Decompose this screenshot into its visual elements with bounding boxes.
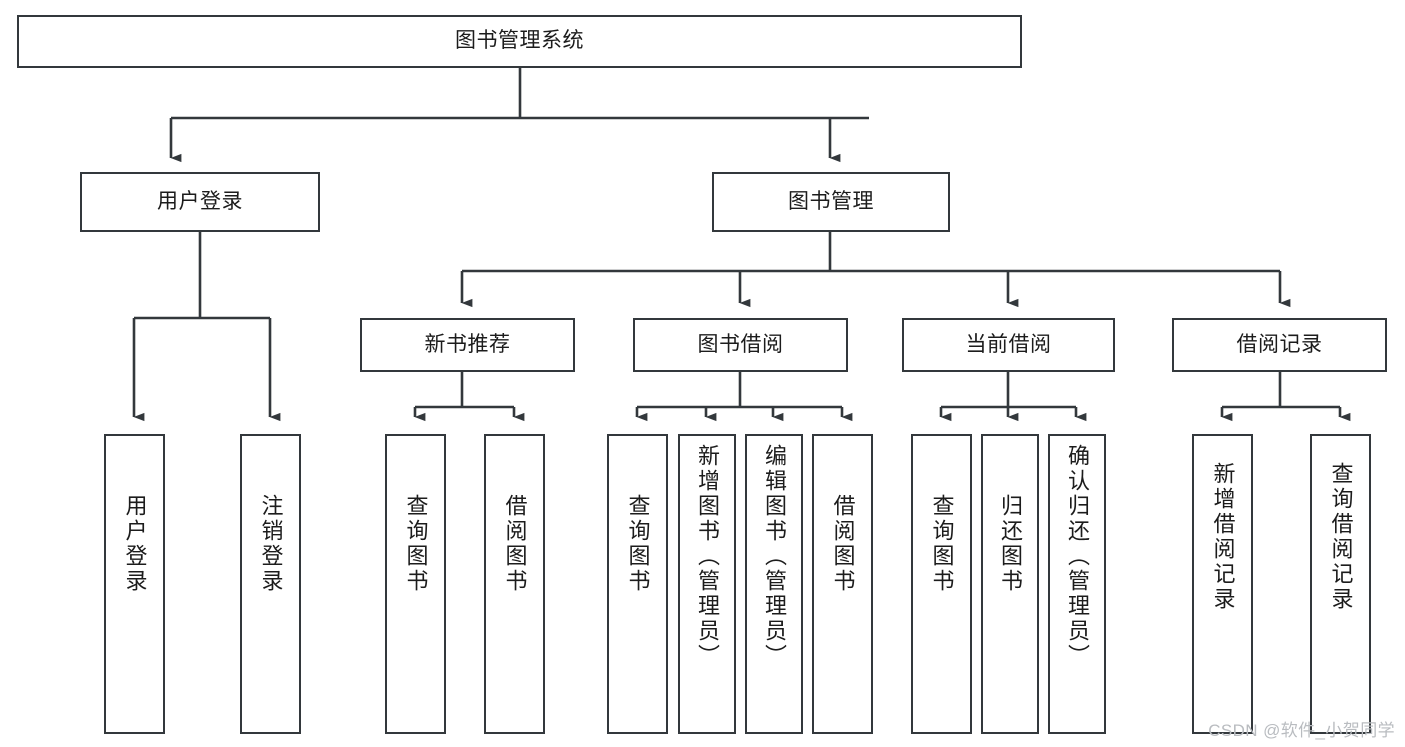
node-leaf-logout-login[interactable]: 注销登录 (240, 434, 301, 734)
node-leaf-edit-book-label: 编辑图书（管理员） (762, 444, 787, 669)
node-new-book-recommend[interactable]: 新书推荐 (360, 318, 575, 372)
node-leaf-add-book[interactable]: 新增图书（管理员） (678, 434, 736, 734)
node-leaf-add-record[interactable]: 新增借阅记录 (1192, 434, 1253, 734)
node-current-borrow[interactable]: 当前借阅 (902, 318, 1115, 372)
node-user-login-label: 用户登录 (157, 189, 243, 213)
node-leaf-query-book-2-label: 查询图书 (625, 494, 651, 594)
node-leaf-user-login-label: 用户登录 (122, 494, 148, 594)
node-leaf-borrow-book-2-label: 借阅图书 (830, 494, 856, 594)
node-leaf-query-book-1-label: 查询图书 (403, 494, 429, 594)
node-book-manage[interactable]: 图书管理 (712, 172, 950, 232)
node-book-manage-label: 图书管理 (788, 189, 874, 213)
node-leaf-borrow-book-2[interactable]: 借阅图书 (812, 434, 873, 734)
node-leaf-query-record[interactable]: 查询借阅记录 (1310, 434, 1371, 734)
node-leaf-logout-login-label: 注销登录 (258, 494, 284, 594)
node-leaf-borrow-book-1-label: 借阅图书 (502, 494, 528, 594)
node-leaf-return-book-label: 归还图书 (998, 494, 1023, 594)
node-leaf-user-login[interactable]: 用户登录 (104, 434, 165, 734)
node-leaf-query-record-label: 查询借阅记录 (1328, 462, 1354, 612)
node-leaf-add-record-label: 新增借阅记录 (1210, 462, 1236, 612)
node-leaf-add-book-label: 新增图书（管理员） (695, 444, 720, 669)
node-leaf-return-book[interactable]: 归还图书 (981, 434, 1039, 734)
node-root[interactable]: 图书管理系统 (17, 15, 1022, 68)
node-leaf-confirm-return-label: 确认归还（管理员） (1065, 444, 1090, 669)
node-leaf-query-book-3[interactable]: 查询图书 (911, 434, 972, 734)
node-leaf-borrow-book-1[interactable]: 借阅图书 (484, 434, 545, 734)
node-leaf-query-book-3-label: 查询图书 (929, 494, 955, 594)
node-book-borrow-label: 图书借阅 (697, 332, 784, 356)
node-borrow-record-label: 借阅记录 (1236, 332, 1323, 356)
node-leaf-confirm-return[interactable]: 确认归还（管理员） (1048, 434, 1106, 734)
node-borrow-record[interactable]: 借阅记录 (1172, 318, 1387, 372)
node-current-borrow-label: 当前借阅 (965, 332, 1052, 356)
node-user-login[interactable]: 用户登录 (80, 172, 320, 232)
node-leaf-query-book-2[interactable]: 查询图书 (607, 434, 668, 734)
node-leaf-query-book-1[interactable]: 查询图书 (385, 434, 446, 734)
node-book-borrow[interactable]: 图书借阅 (633, 318, 848, 372)
node-root-label: 图书管理系统 (455, 29, 584, 53)
node-new-book-recommend-label: 新书推荐 (424, 332, 511, 356)
node-leaf-edit-book[interactable]: 编辑图书（管理员） (745, 434, 803, 734)
